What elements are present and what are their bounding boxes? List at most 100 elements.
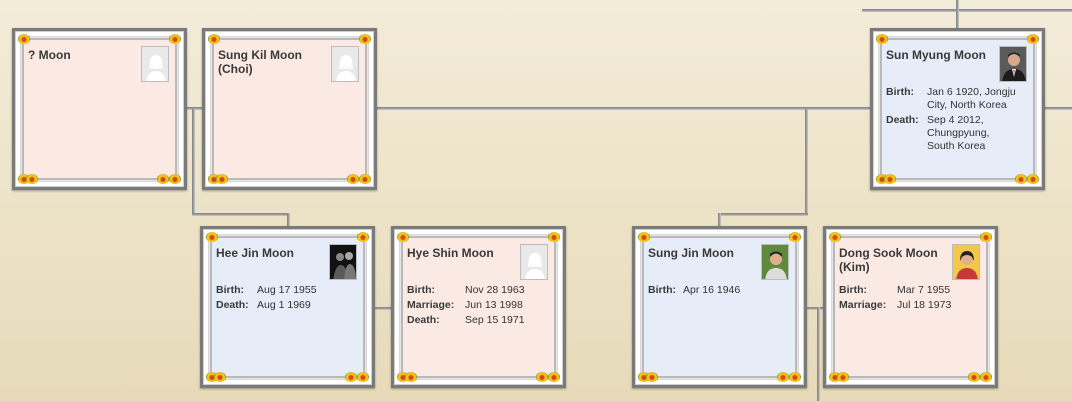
person-card-dong-sook-moon[interactable]: Dong Sook Moon (Kim) Birth: Mar 7 1955 M… <box>823 226 998 388</box>
death-row: Death: Aug 1 1969 <box>216 299 357 312</box>
female-silhouette-icon <box>141 46 169 82</box>
birth-value: Jan 6 1920, Jongju City, North Korea <box>927 86 1016 111</box>
death-label: Death: <box>407 314 440 326</box>
corner-ornament-icon <box>359 34 371 44</box>
corner-ornament-icon <box>18 174 30 184</box>
connector-top-drop-right <box>956 9 959 31</box>
corner-ornament-icon <box>157 174 169 184</box>
corner-ornament-icon <box>837 372 849 382</box>
corner-ornament-icon <box>536 372 548 382</box>
birth-label: Birth: <box>886 86 914 98</box>
person-facts: Birth: Nov 28 1963 Marriage: Jun 13 1998… <box>407 284 548 329</box>
death-value: Sep 4 2012, Chungpyung, South Korea <box>927 114 990 152</box>
corner-ornament-icon <box>789 372 801 382</box>
person-name: Sung Jin Moon <box>648 246 734 260</box>
corner-ornament-icon <box>206 372 218 382</box>
person-facts: Birth: Jan 6 1920, Jongju City, North Ko… <box>886 86 1027 155</box>
person-name: Hee Jin Moon <box>216 246 295 260</box>
corner-ornament-icon <box>345 372 357 382</box>
marriage-row: Marriage: Jun 13 1998 <box>407 299 548 312</box>
corner-ornament-icon <box>26 174 38 184</box>
connector-spouse-left <box>374 307 393 310</box>
connector-spouse-right <box>806 307 825 310</box>
person-name: Hye Shin Moon <box>407 246 494 260</box>
marriage-value: Jun 13 1998 <box>465 299 523 311</box>
connector-left-drop <box>192 109 195 215</box>
person-name: ? Moon <box>28 48 71 62</box>
connector-couple-main <box>186 107 1072 110</box>
person-facts: Birth: Apr 16 1946 <box>648 284 789 299</box>
marriage-value: Jul 18 1973 <box>897 299 952 311</box>
connector-top <box>862 9 1072 12</box>
birth-row: Birth: Jan 6 1920, Jongju City, North Ko… <box>886 86 1027 112</box>
corner-ornament-icon <box>548 232 560 242</box>
birth-label: Birth: <box>407 284 435 296</box>
portrait-photo-icon <box>329 244 357 280</box>
card-body: Sung Jin Moon Birth: Apr 16 1946 <box>641 235 798 379</box>
card-frame: Sun Myung Moon Birth: Jan 6 1920, Jongju… <box>873 31 1042 187</box>
portrait-photo-icon <box>999 46 1027 82</box>
female-silhouette-icon <box>520 244 548 280</box>
connector-right-bottom <box>817 307 820 401</box>
marriage-label: Marriage: <box>407 299 455 311</box>
card-frame: Hee Jin Moon Birth: Aug 17 1955 Death: A… <box>203 229 372 385</box>
card-body: Sung Kil Moon (Choi) <box>211 37 368 181</box>
birth-row: Birth: Aug 17 1955 <box>216 284 357 297</box>
corner-ornament-icon <box>829 232 841 242</box>
card-frame: ? Moon <box>15 31 184 187</box>
corner-ornament-icon <box>397 372 409 382</box>
person-facts: Birth: Mar 7 1955 Marriage: Jul 18 1973 <box>839 284 980 314</box>
birth-value: Aug 17 1955 <box>257 284 317 296</box>
corner-ornament-icon <box>789 232 801 242</box>
birth-label: Birth: <box>648 284 676 296</box>
birth-row: Birth: Mar 7 1955 <box>839 284 980 297</box>
person-facts: Birth: Aug 17 1955 Death: Aug 1 1969 <box>216 284 357 314</box>
corner-ornament-icon <box>829 372 841 382</box>
connector-right-child-drop <box>718 213 721 230</box>
person-card-hye-shin-moon[interactable]: Hye Shin Moon Birth: Nov 28 1963 Marriag… <box>391 226 566 388</box>
corner-ornament-icon <box>169 174 181 184</box>
marriage-label: Marriage: <box>839 299 887 311</box>
connector-left-child-drop <box>287 213 290 230</box>
corner-ornament-icon <box>405 372 417 382</box>
corner-ornament-icon <box>876 34 888 44</box>
birth-row: Birth: Nov 28 1963 <box>407 284 548 297</box>
connector-top-drop <box>956 0 959 11</box>
corner-ornament-icon <box>1027 34 1039 44</box>
person-card-sung-kil-moon[interactable]: Sung Kil Moon (Choi) <box>202 28 377 190</box>
corner-ornament-icon <box>208 174 220 184</box>
corner-ornament-icon <box>216 174 228 184</box>
corner-ornament-icon <box>359 174 371 184</box>
corner-ornament-icon <box>968 372 980 382</box>
card-frame: Dong Sook Moon (Kim) Birth: Mar 7 1955 M… <box>826 229 995 385</box>
connector-left-child <box>192 213 290 216</box>
card-body: Sun Myung Moon Birth: Jan 6 1920, Jongju… <box>879 37 1036 181</box>
birth-value: Apr 16 1946 <box>683 284 741 296</box>
person-card-sun-myung-moon[interactable]: Sun Myung Moon Birth: Jan 6 1920, Jongju… <box>870 28 1045 190</box>
female-silhouette-icon <box>331 46 359 82</box>
death-value: Sep 15 1971 <box>465 314 525 326</box>
birth-label: Birth: <box>216 284 244 296</box>
person-name: Sung Kil Moon (Choi) <box>218 48 302 76</box>
corner-ornament-icon <box>638 372 650 382</box>
person-card-unknown-moon[interactable]: ? Moon <box>12 28 187 190</box>
corner-ornament-icon <box>214 372 226 382</box>
death-row: Death: Sep 4 2012, Chungpyung, South Kor… <box>886 114 1027 153</box>
corner-ornament-icon <box>397 232 409 242</box>
card-frame: Sung Kil Moon (Choi) <box>205 31 374 187</box>
corner-ornament-icon <box>18 34 30 44</box>
corner-ornament-icon <box>980 232 992 242</box>
person-name: Sun Myung Moon <box>886 48 986 62</box>
death-label: Death: <box>886 114 919 126</box>
person-card-hee-jin-moon[interactable]: Hee Jin Moon Birth: Aug 17 1955 Death: A… <box>200 226 375 388</box>
card-body: Dong Sook Moon (Kim) Birth: Mar 7 1955 M… <box>832 235 989 379</box>
birth-label: Birth: <box>839 284 867 296</box>
corner-ornament-icon <box>357 372 369 382</box>
corner-ornament-icon <box>777 372 789 382</box>
portrait-photo-icon <box>761 244 789 280</box>
card-frame: Hye Shin Moon Birth: Nov 28 1963 Marriag… <box>394 229 563 385</box>
person-card-sung-jin-moon[interactable]: Sung Jin Moon Birth: Apr 16 1946 <box>632 226 807 388</box>
birth-row: Birth: Apr 16 1946 <box>648 284 789 297</box>
death-label: Death: <box>216 299 249 311</box>
birth-value: Nov 28 1963 <box>465 284 525 296</box>
